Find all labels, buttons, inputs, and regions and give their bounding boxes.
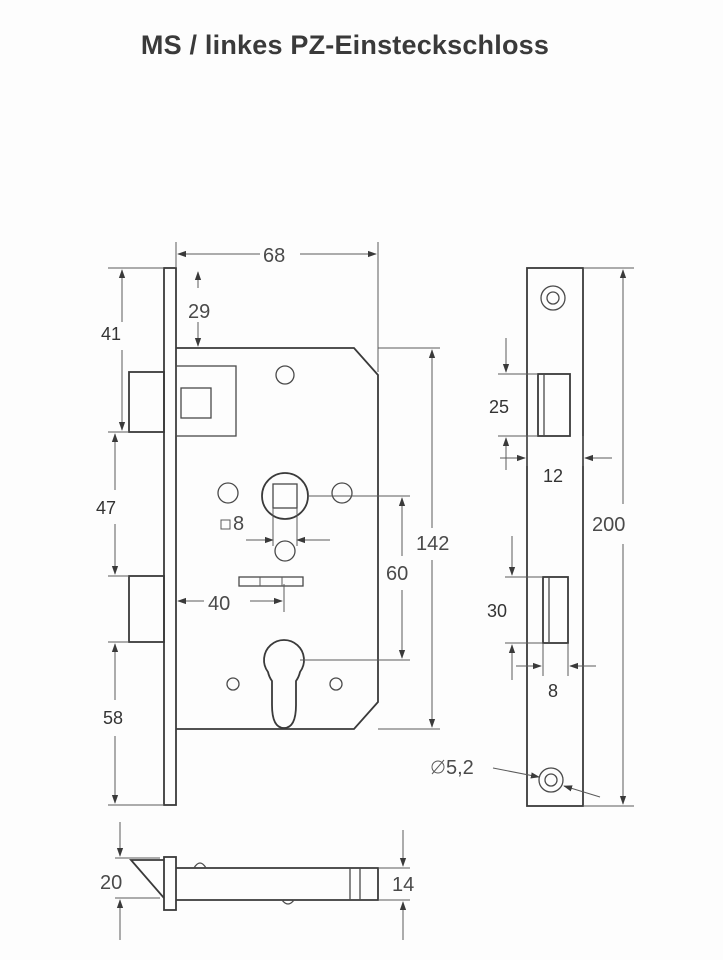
faceplate-screw-top-inner [546, 291, 560, 305]
dim-40: 40 [208, 593, 230, 615]
dim-41: 41 [101, 324, 121, 344]
latch-bolt [128, 371, 165, 433]
cylinder-cutout [263, 639, 305, 729]
dim-8-spindle: 8 [233, 513, 244, 535]
dim-12: 12 [543, 466, 563, 486]
latch-mechanism [175, 365, 237, 437]
faceplate-screw-top-outer [540, 285, 566, 311]
dim-68: 68 [263, 245, 285, 267]
front-view [128, 267, 379, 806]
dim-8-bolt: 8 [548, 681, 558, 701]
bottom-dimensions [115, 822, 410, 940]
front-dimensions [108, 242, 440, 806]
faceplate-view [526, 267, 584, 807]
dim-142: 142 [416, 533, 449, 555]
follower-hole-bottom [274, 540, 296, 562]
case-hole-bottom-right [329, 677, 343, 691]
faceplate-latch-opening [537, 373, 571, 437]
dim-30: 30 [487, 601, 507, 621]
bottom-case [176, 867, 379, 901]
follower-hole-right [331, 482, 353, 504]
dim-5-2: 5,2 [446, 757, 474, 779]
dim-20: 20 [100, 872, 122, 894]
follower-outer [261, 472, 309, 520]
faceplate-outline [526, 267, 584, 807]
latch-slider [180, 387, 212, 419]
diameter-symbol [431, 759, 445, 775]
spindle-square [272, 483, 298, 509]
dim-200: 200 [592, 514, 625, 536]
dim-25: 25 [489, 397, 509, 417]
dead-bolt [128, 575, 165, 643]
square-symbol [220, 519, 231, 530]
dim-60: 60 [386, 563, 408, 585]
bottom-case-bump-2 [281, 899, 295, 905]
face-plate [163, 267, 177, 806]
bottom-faceplate [163, 856, 177, 911]
bottom-case-bump [193, 862, 207, 869]
dim-58: 58 [103, 708, 123, 728]
dim-47: 47 [96, 498, 116, 518]
bottom-labels: 20 14 [100, 872, 414, 896]
faceplate-screw-bottom-outer [538, 767, 564, 793]
bottom-view [129, 856, 379, 911]
page-title: MS / linkes PZ-Einsteckschloss [140, 30, 550, 60]
faceplate-bolt-opening [542, 576, 569, 644]
dim-14: 14 [392, 874, 414, 896]
faceplate-screw-bottom-inner [544, 773, 558, 787]
case-hole-top [275, 365, 295, 385]
follower-hole-left [217, 482, 239, 504]
lever-slot [238, 576, 304, 587]
bottom-latch-bevel [129, 859, 165, 899]
case-hole-bottom-left [226, 677, 240, 691]
lock-case [176, 347, 379, 730]
faceplate-dimensions [492, 267, 634, 807]
dim-29: 29 [188, 301, 210, 323]
front-labels: 68 29 41 47 58 142 60 8 40 [96, 245, 449, 728]
faceplate-labels: 25 12 200 30 8 5,2 [431, 397, 625, 779]
